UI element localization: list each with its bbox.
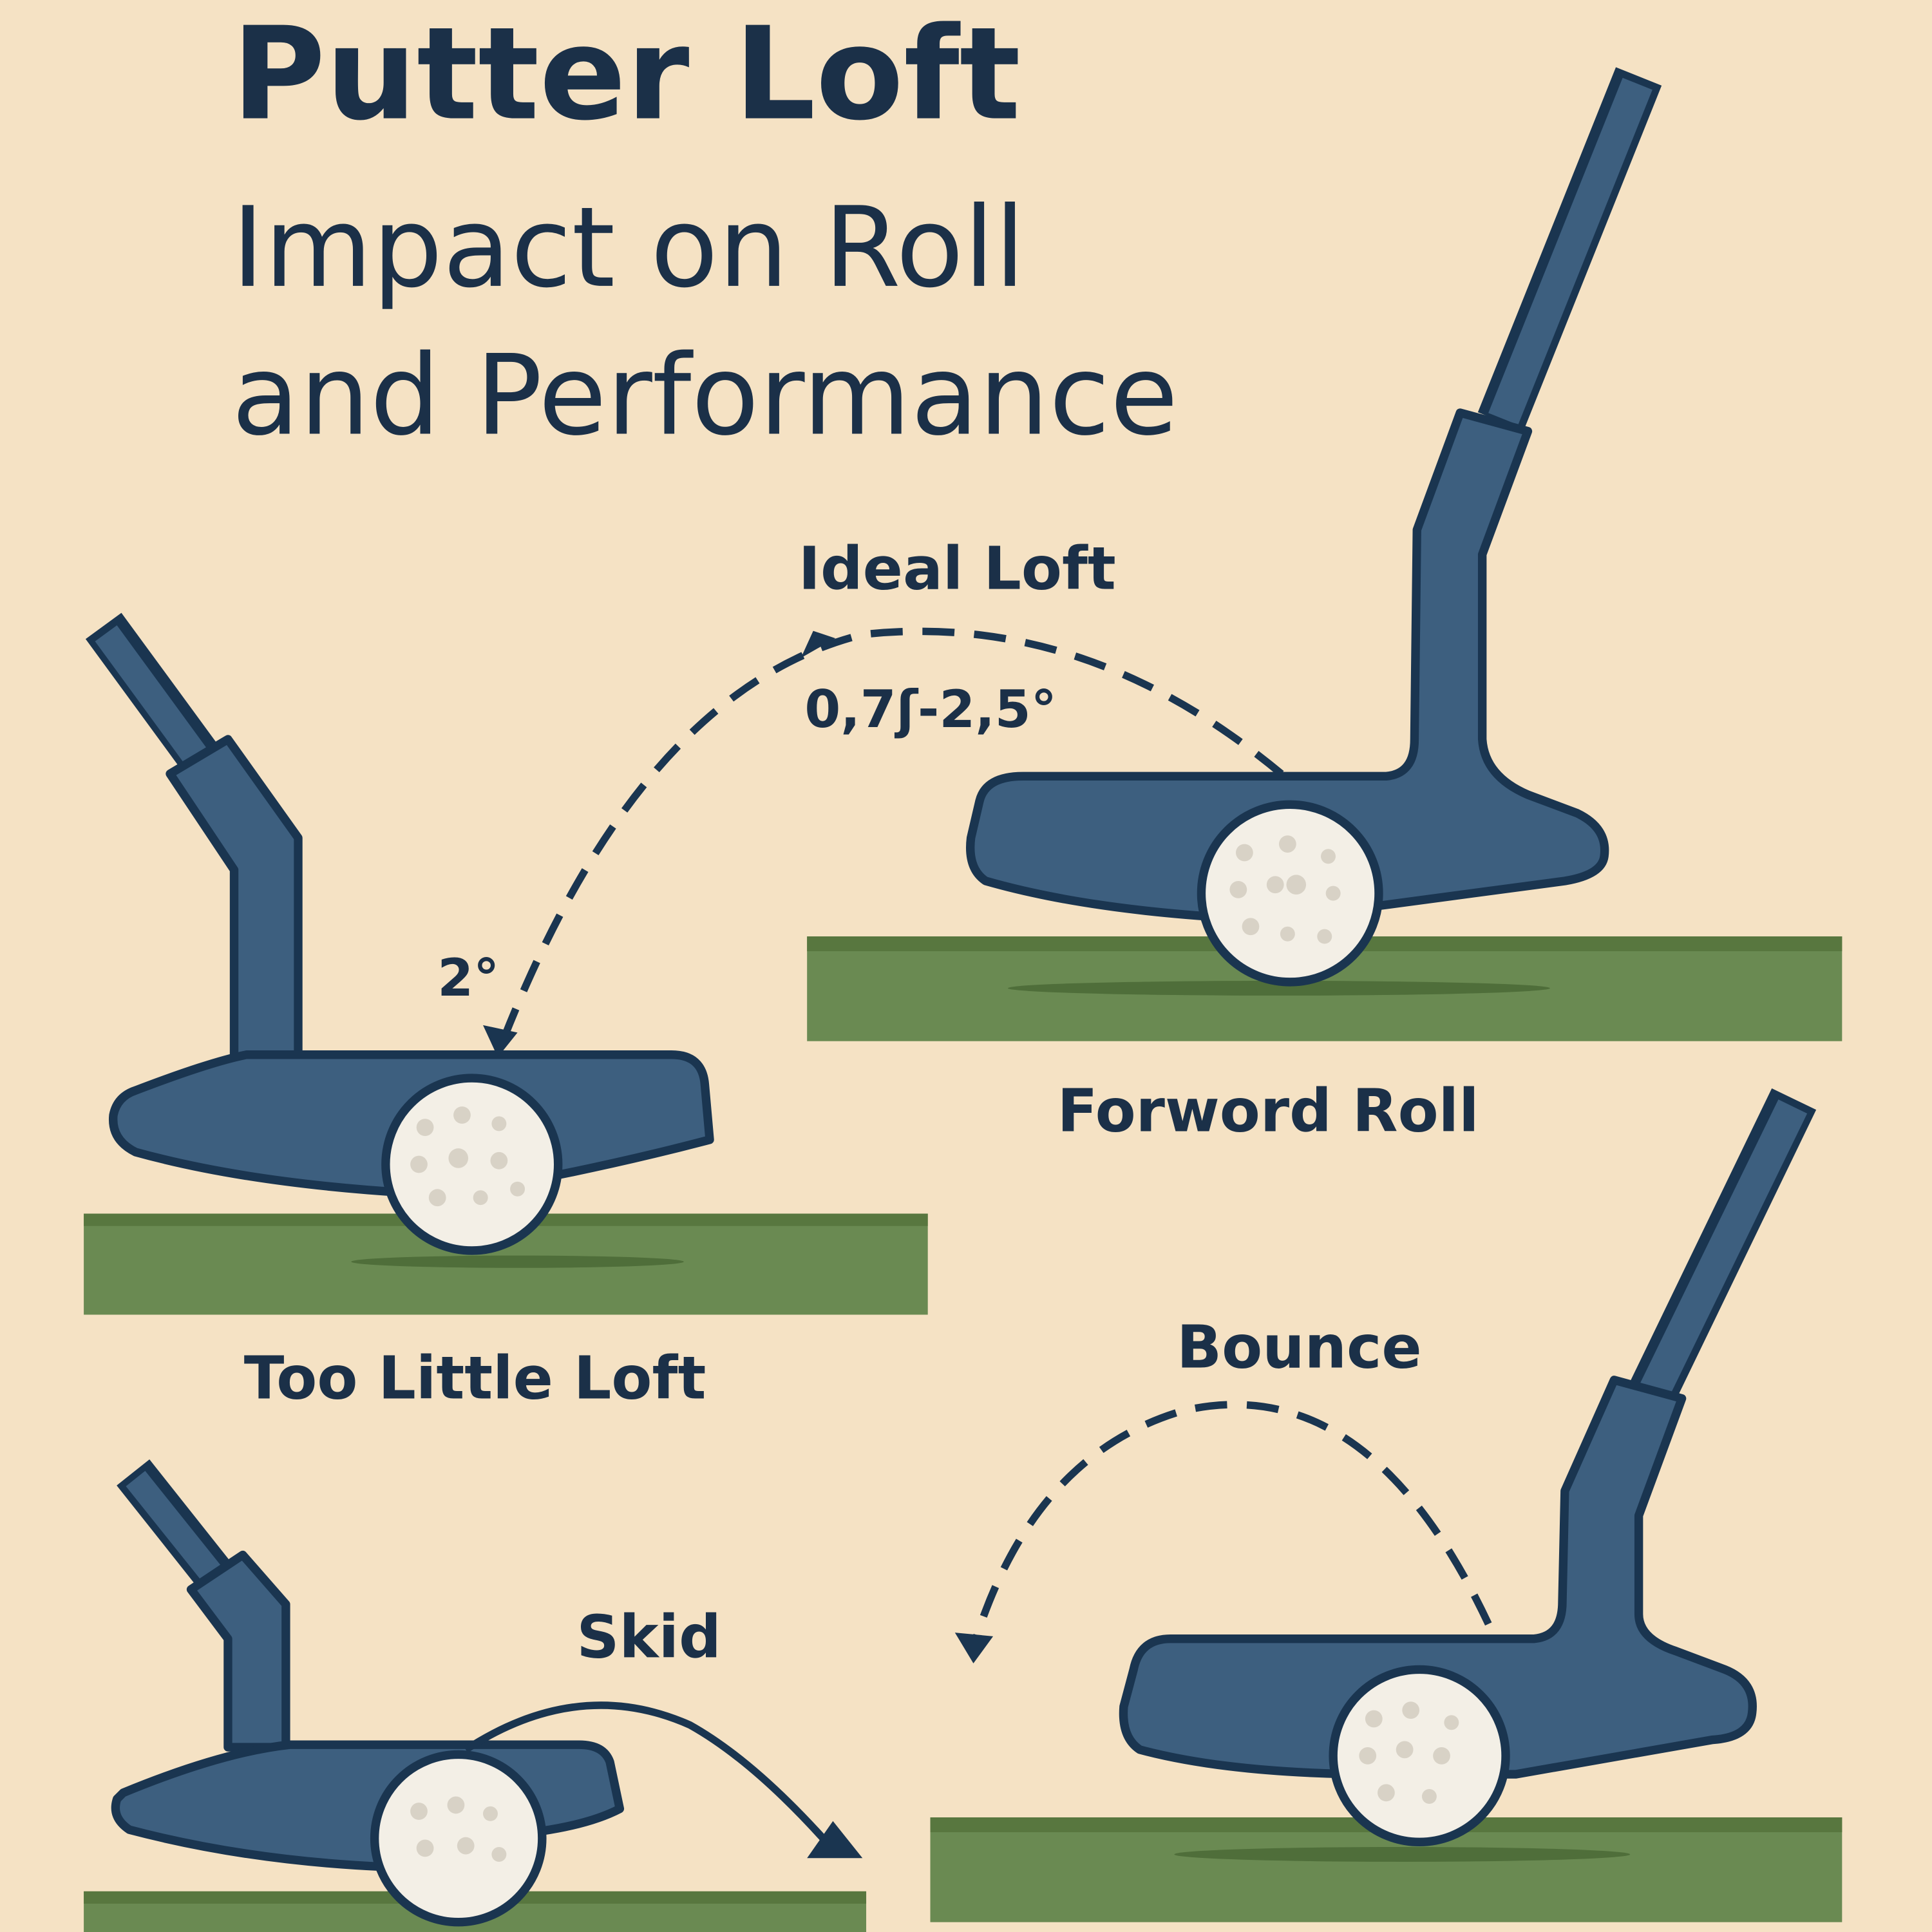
title-line3: and Performance bbox=[232, 330, 1179, 460]
putter-too-little-loft bbox=[84, 612, 928, 1315]
golf-ball bbox=[381, 1074, 563, 1255]
putter-ideal-loft bbox=[807, 67, 1842, 1041]
label-too-little-loft: Too Little Loft bbox=[244, 1344, 706, 1413]
putter-bounce bbox=[930, 1088, 1842, 1922]
ideal-loft-arc bbox=[499, 627, 1284, 1043]
title-line2: Impact on Roll bbox=[232, 183, 1025, 312]
arrowhead-icon bbox=[954, 1633, 994, 1663]
golf-ball bbox=[1197, 800, 1383, 987]
putter-skid bbox=[84, 1459, 867, 1932]
bounce-arc bbox=[972, 1401, 1492, 1640]
skid-arrow bbox=[464, 1701, 826, 1841]
label-skid: Skid bbox=[576, 1602, 721, 1671]
title-main: Putter Loft bbox=[232, 0, 1021, 149]
golf-ball bbox=[370, 1750, 547, 1927]
label-bounce: Bounce bbox=[1177, 1313, 1422, 1382]
arrowhead-icon bbox=[483, 1025, 518, 1057]
arrowhead-icon bbox=[800, 630, 836, 658]
label-forward-roll: Forword Roll bbox=[1057, 1076, 1479, 1145]
arrowhead-icon bbox=[807, 1821, 863, 1859]
golf-ball bbox=[1329, 1665, 1510, 1847]
label-two-degrees: 2° bbox=[437, 947, 499, 1008]
label-ideal-range: 0,7ʃ-2,5° bbox=[804, 679, 1057, 739]
label-ideal-loft: Ideal Loft bbox=[799, 535, 1116, 603]
